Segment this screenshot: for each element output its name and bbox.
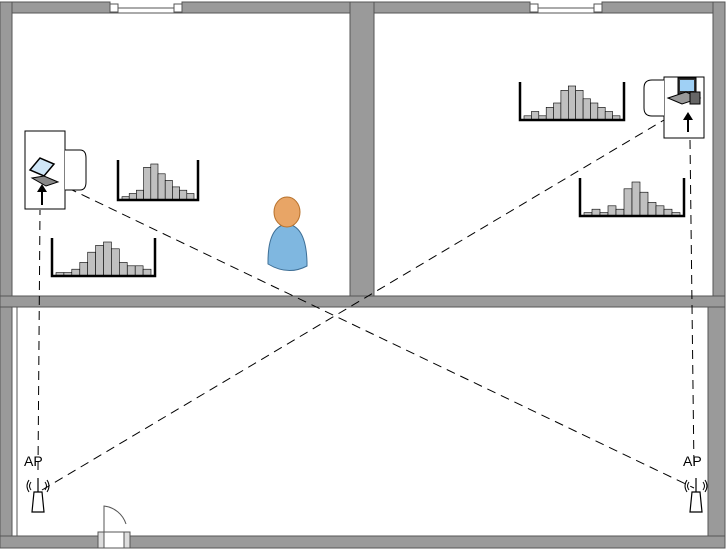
histogram-bar [647,202,657,217]
window-right [529,3,603,13]
histogram-bar [143,167,152,201]
wall-top-left [0,1,111,14]
histogram-bar [103,241,112,277]
histogram-bar [157,173,166,201]
histogram-bar [79,262,89,277]
laptop-icon [28,157,60,187]
wall-left [0,1,13,549]
histogram-bar [553,102,562,121]
histogram-axis [578,178,686,218]
desktop-chair [643,79,664,117]
corridor [16,306,709,537]
histogram-bar [119,262,128,277]
signal-lines [37,119,695,491]
histogram-3 [518,82,626,122]
desktop-device [643,76,705,139]
histogram-bar [179,189,188,201]
wireless-antenna-icon [26,478,50,513]
histogram-axis [50,238,157,278]
rooms [11,12,714,537]
wall-room-divider [349,1,375,308]
access-point-left: AP [24,453,50,513]
histogram-axis [116,160,200,202]
wall-corridor-top [0,295,726,308]
histogram-bar [150,163,159,201]
histogram-bar [560,90,569,121]
wall-bottom-right [129,535,726,549]
histogram-bar [639,191,649,217]
signal-line-desktop-to-ap-right [689,139,695,471]
histogram-bar [172,186,180,201]
signal-line-ap-left-to-desktop [41,119,665,491]
histogram-bar [127,265,136,277]
histogram-bar [590,102,599,121]
histogram-bar [567,85,576,121]
wall-right-upper [712,1,726,308]
histogram-bar [607,205,617,217]
histogram-bar [136,189,144,201]
histogram-bar [597,107,606,121]
histogram-axis [518,82,626,122]
door [97,505,131,549]
wall-top-right [601,1,726,14]
desktop-arrow [683,112,693,132]
histogram-4 [578,178,686,218]
histogram-bar [111,248,120,277]
histogram-bar [95,245,104,277]
laptop-device [24,130,87,210]
ap-label-left: AP [24,453,43,469]
signal-line-ap-left-to-laptop [37,209,41,471]
histogram-bar [134,265,144,277]
access-point-right: AP [683,453,708,513]
histogram-bar [87,251,96,277]
histogram-bar [164,180,173,201]
laptop-arrow [37,184,47,205]
histogram-bar [631,181,641,217]
histogram-2 [50,238,157,278]
histogram-bar [531,111,540,121]
histogram-bar [655,205,665,217]
wall-right-lower [707,306,726,549]
ap-label-right: AP [683,453,702,469]
person-icon [267,196,308,271]
wall-bottom-left [0,535,101,549]
signal-line-laptop-to-ap-right [67,187,695,489]
histogram-bar [623,188,633,217]
histogram-1 [116,160,200,202]
desktop-computer-icon [666,77,702,105]
histogram-bar [575,90,584,121]
wireless-antenna-icon [684,478,708,513]
laptop-chair [65,149,87,191]
histogram-bar [582,98,591,121]
histogram-bar [545,107,554,121]
room-right [373,12,714,297]
window-left [109,3,183,13]
histogram-bar [604,111,613,121]
